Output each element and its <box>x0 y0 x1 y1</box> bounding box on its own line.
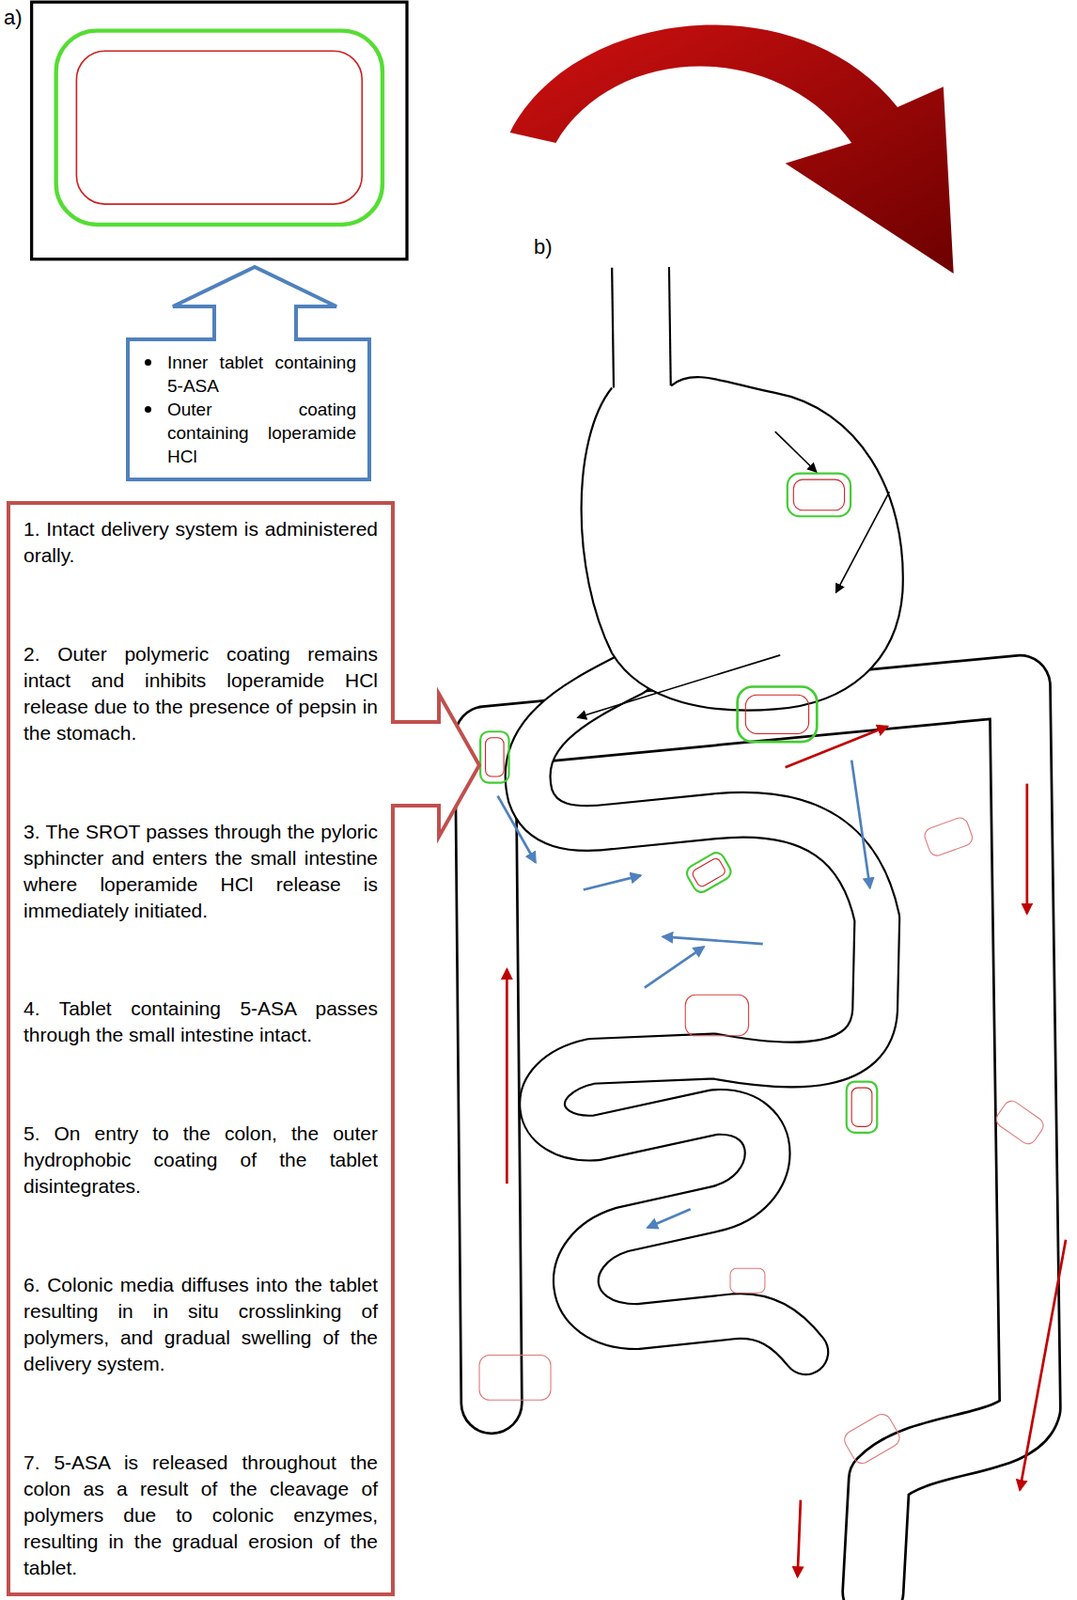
panel-label: a) <box>3 5 23 31</box>
tablet-frame <box>31 1 407 260</box>
small-intestine <box>528 672 878 1352</box>
step-text: 4. Tablet containing 5-ASA passes throug… <box>23 995 378 1048</box>
step-text: 7. 5-ASA is released throughout the colo… <box>23 1449 378 1581</box>
step-text: 3. The SROT passes through the pyloric s… <box>23 818 378 924</box>
stomach <box>581 263 904 711</box>
step-text: 5. On entry to the colon, the outer hydr… <box>23 1120 378 1200</box>
steps-callout-box: 1. Intact delivery system is administere… <box>8 502 393 1594</box>
flow-arrows <box>498 431 1066 1577</box>
step-text: 1. Intact delivery system is administere… <box>23 515 378 569</box>
bullet-item: Inner tablet containing 5-ASA <box>167 350 357 398</box>
box-outline <box>8 502 393 1594</box>
bullet-list-box: Inner tablet containing 5-ASAOuter coati… <box>127 339 370 480</box>
outer-coating <box>56 31 383 225</box>
bullet-item: Outer coating containing loperamide HCl <box>167 397 357 469</box>
panel-label: b) <box>533 234 553 260</box>
tablets <box>479 473 1046 1467</box>
step-text: 2. Outer polymeric coating remains intac… <box>23 640 378 747</box>
inner-tablet <box>76 50 362 204</box>
step-text: 6. Colonic media diffuses into the table… <box>23 1271 378 1377</box>
curved-arrow <box>510 25 954 274</box>
